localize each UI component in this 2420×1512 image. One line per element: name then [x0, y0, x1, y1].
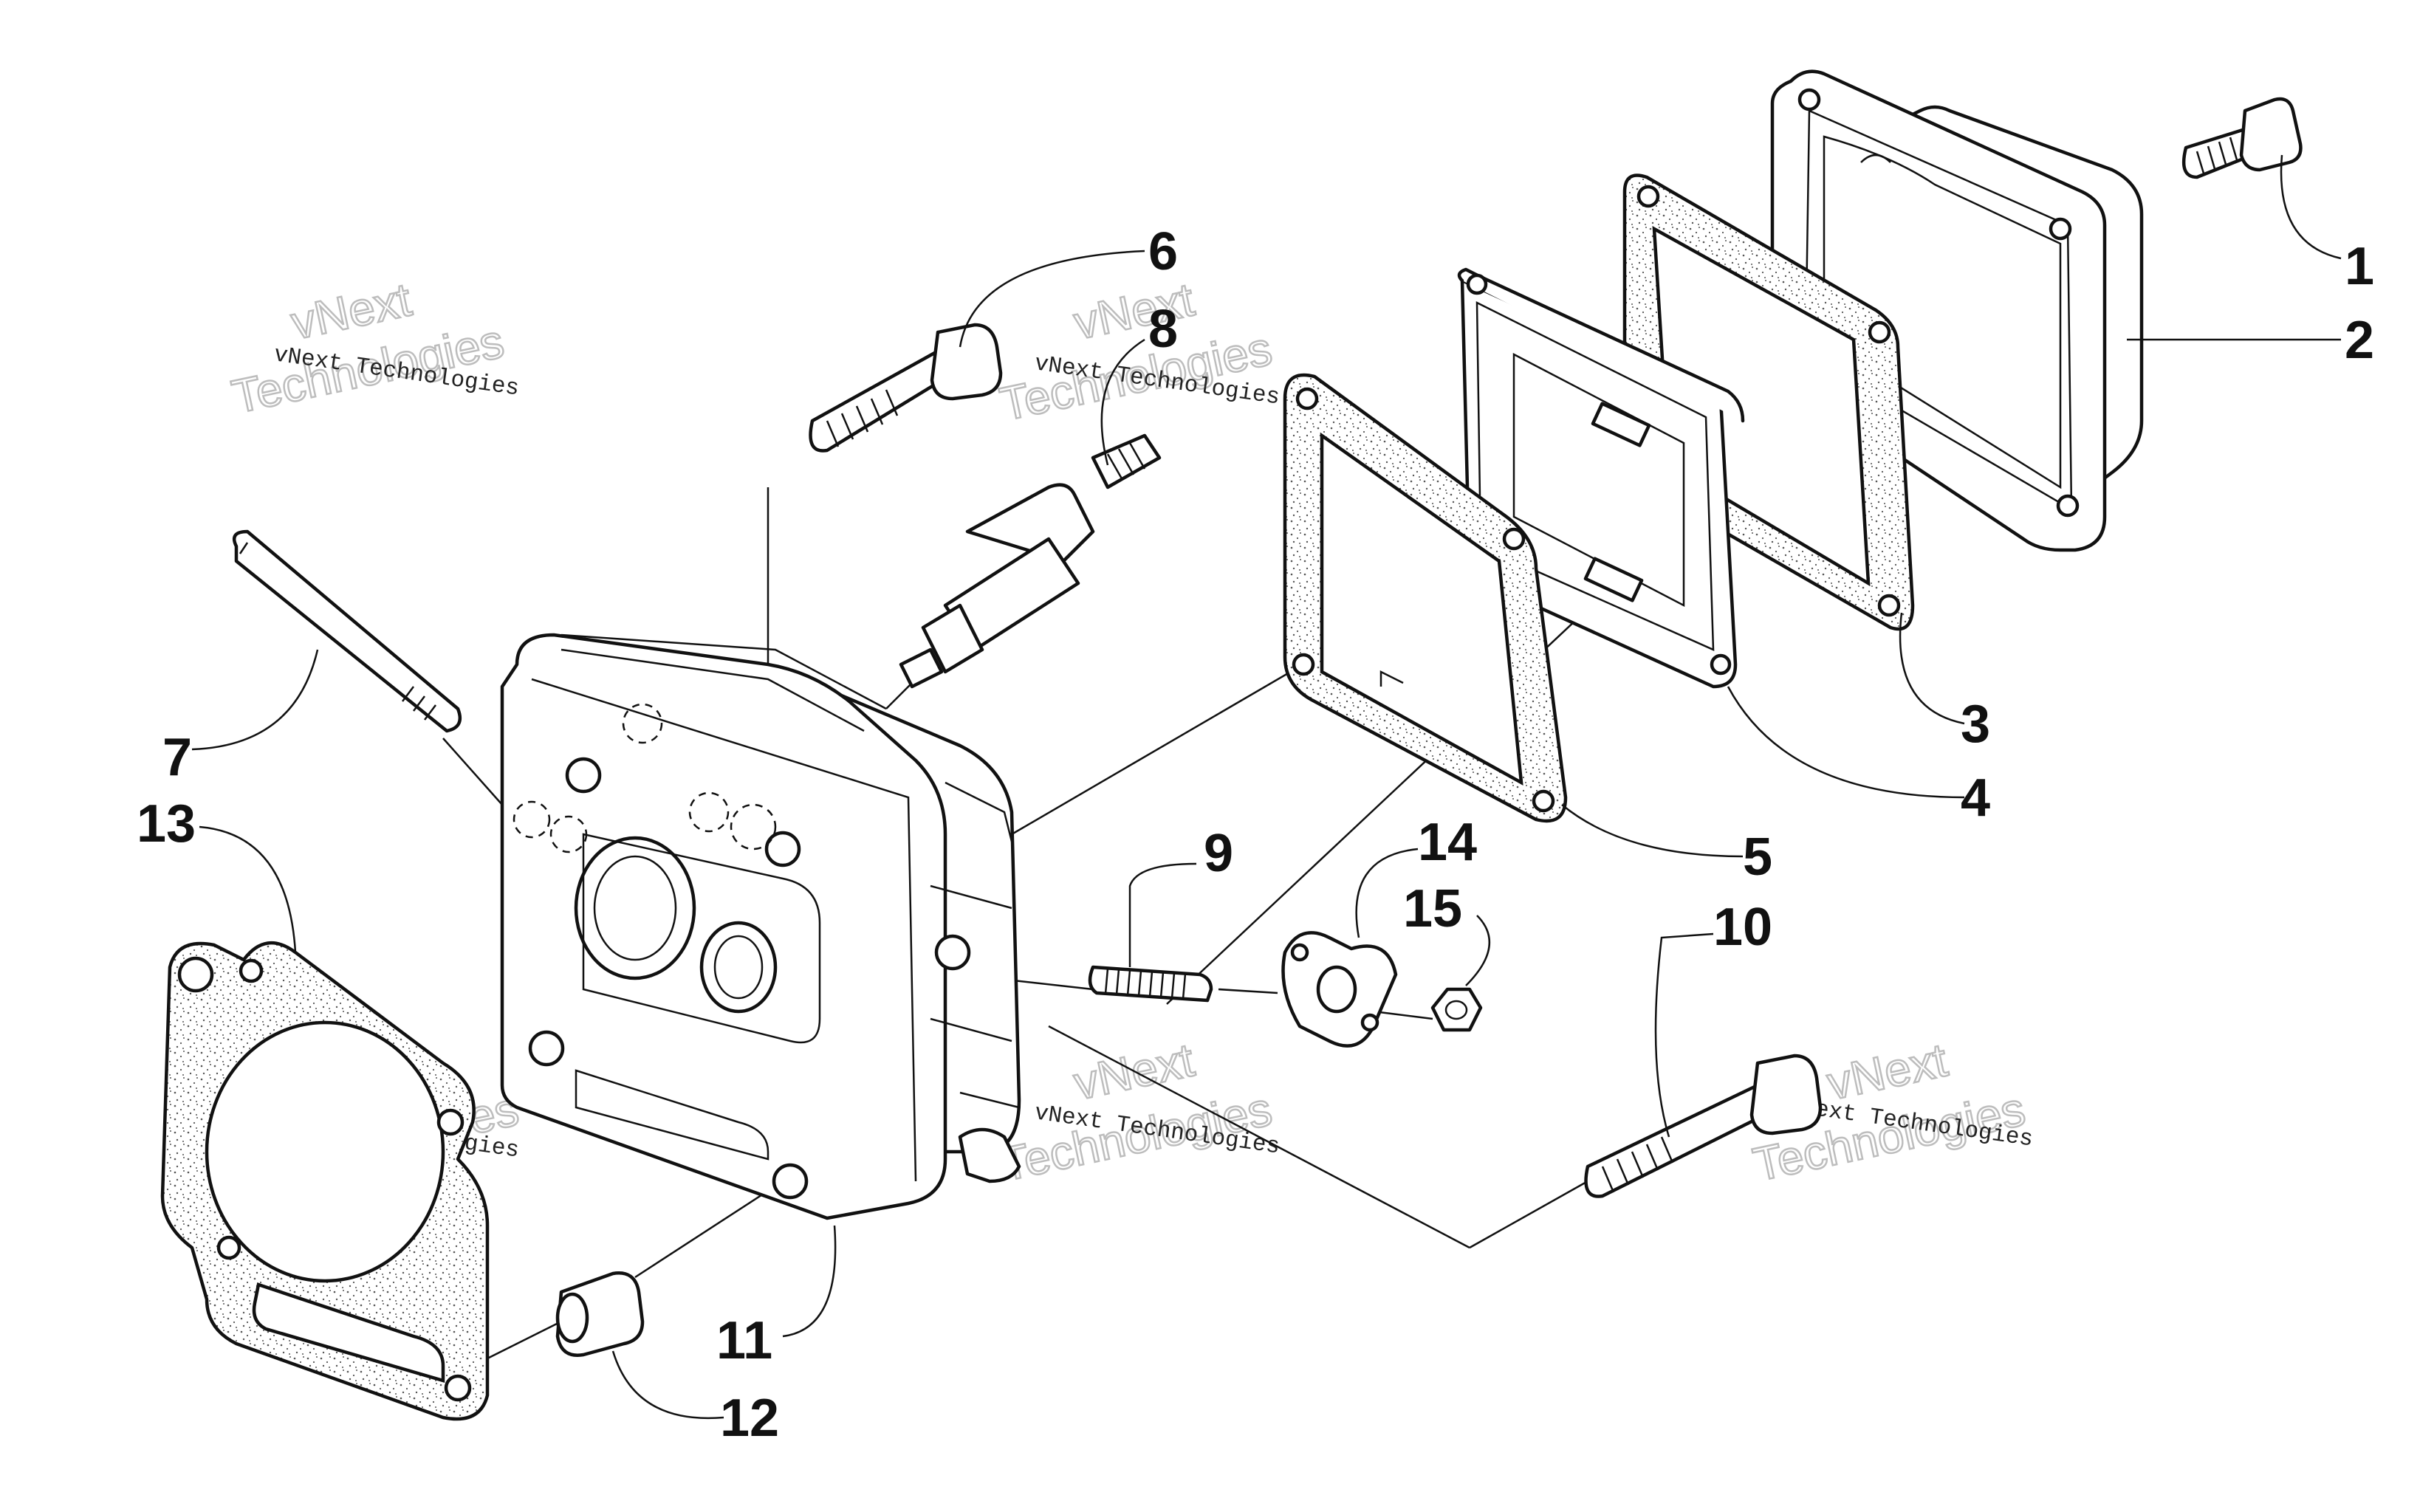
- leader-3: [1899, 612, 1965, 725]
- callout-1: 1: [2345, 237, 2374, 296]
- callout-13: 13: [137, 794, 196, 853]
- leader-9: [1128, 862, 1197, 967]
- spark-plug: [899, 433, 1162, 689]
- short-stud: [1088, 965, 1213, 1003]
- leader-14: [1355, 848, 1419, 938]
- callout-10: 10: [1713, 898, 1772, 957]
- watermark-top-center: vNext Technologies vNext Technologies: [995, 272, 1281, 432]
- cylinder-head: [500, 633, 1021, 1220]
- watermark-top-left: vNext Technologies vNext Technologies: [227, 272, 521, 425]
- callout-11: 11: [716, 1311, 772, 1370]
- callout-15: 15: [1403, 879, 1462, 938]
- leader-1: [2280, 154, 2342, 260]
- callout-9: 9: [1204, 824, 1233, 883]
- leader-5: [1561, 804, 1744, 858]
- callout-5: 5: [1743, 828, 1772, 887]
- callout-4: 4: [1961, 769, 1990, 828]
- axis-line-stud9-b: [1218, 988, 1278, 994]
- callout-labels: 1 2 3 4 5 6 7 8 9 10 11 12 13 14 15: [137, 222, 2374, 1448]
- callout-leaders: [191, 154, 2342, 1420]
- svg-text:vNext: vNext: [1823, 1033, 1952, 1110]
- axis-line-bolt10-b: [1469, 1180, 1588, 1249]
- leader-13: [199, 825, 297, 953]
- leader-10: [1654, 932, 1714, 1138]
- leader-12: [611, 1350, 724, 1420]
- dowel-sleeve: [555, 1271, 645, 1357]
- leader-15: [1465, 915, 1491, 986]
- callout-3: 3: [1961, 695, 1990, 754]
- axis-line-nut15: [1373, 1010, 1433, 1020]
- axis-line-dowel-left: [487, 1320, 562, 1360]
- callout-14: 14: [1418, 813, 1477, 872]
- leader-4: [1727, 686, 1965, 799]
- flange-gasket: [1281, 931, 1398, 1048]
- head-bolt-upper: [809, 323, 1003, 453]
- long-stud: [232, 529, 462, 733]
- callout-7: 7: [162, 728, 192, 787]
- hex-nut: [1430, 987, 1483, 1032]
- leader-7: [191, 649, 319, 751]
- axis-line-stud7: [442, 738, 503, 805]
- callout-6: 6: [1148, 222, 1178, 281]
- callout-8: 8: [1148, 300, 1178, 359]
- head-gasket-lower: [160, 941, 490, 1421]
- cover-bolt: [2181, 97, 2303, 179]
- callout-12: 12: [720, 1389, 779, 1448]
- svg-text:vNext: vNext: [1069, 272, 1199, 349]
- axis-line-bolt10: [1048, 1025, 1470, 1249]
- axis-line-dowel-right: [634, 1180, 784, 1279]
- head-bolt-lower: [1584, 1054, 1823, 1198]
- callout-2: 2: [2345, 311, 2374, 370]
- leader-6: [959, 250, 1145, 348]
- watermark-bottom-center: vNext Technologies vNext Technologies: [995, 1032, 1281, 1192]
- head-gasket-upper: [1283, 373, 1568, 823]
- leader-11: [782, 1225, 837, 1338]
- leader-8: [1100, 338, 1145, 466]
